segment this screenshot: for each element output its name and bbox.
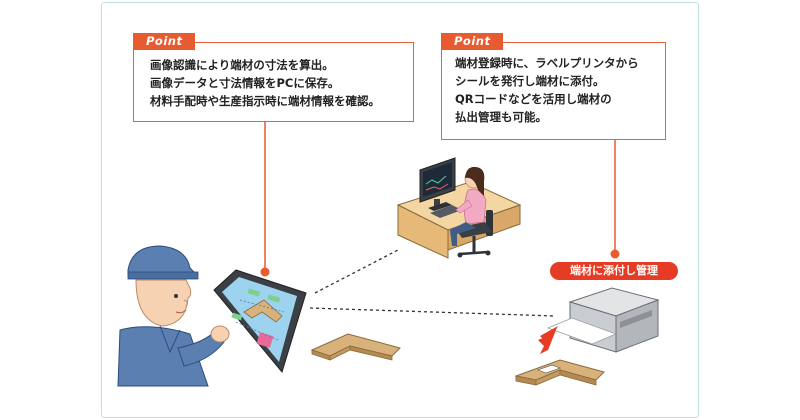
tablet-to-printer-dashed-line — [309, 307, 556, 317]
right-point-tag: Point — [441, 33, 504, 50]
left-connector-dot — [260, 267, 270, 277]
left-callout-text: 画像認識により端材の寸法を算出。 画像データと寸法情報をPCに保存。 材料手配時… — [150, 58, 380, 108]
labeled-offcut-icon — [514, 359, 605, 386]
label-printer-icon — [546, 287, 660, 353]
tablet-icon — [213, 269, 307, 374]
office-desk-icon — [396, 157, 522, 259]
left-point-callout: 画像認識により端材の寸法を算出。 画像データと寸法情報をPCに保存。 材料手配時… — [133, 42, 414, 122]
offcut-board-icon — [310, 333, 401, 361]
tablet-to-pc-dashed-line — [314, 249, 399, 294]
right-point-callout: 端材登録時に、ラベルプリンタから シールを発行し端材に添付。 QRコードなどを活… — [441, 42, 666, 140]
attach-manage-badge: 端材に添付し管理 — [550, 262, 678, 280]
right-callout-text: 端材登録時に、ラベルプリンタから シールを発行し端材に添付。 QRコードなどを活… — [455, 56, 639, 124]
left-point-tag: Point — [133, 33, 196, 50]
right-connector-dot — [610, 249, 620, 259]
office-worker-icon — [450, 166, 493, 258]
down-arrow-icon — [538, 326, 558, 354]
factory-worker-icon — [117, 245, 230, 387]
